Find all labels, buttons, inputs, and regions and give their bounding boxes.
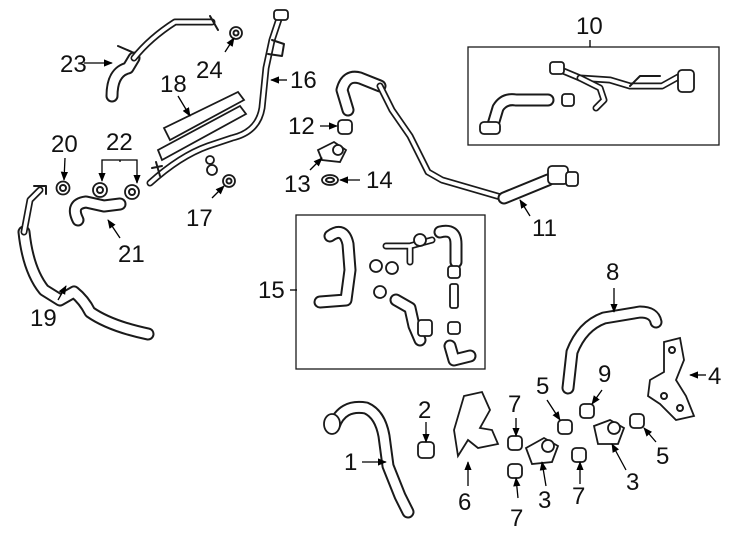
callout-12: 12: [288, 113, 315, 140]
callout-labels-final: 7 7 7 7 3 3 6 6 2 1: [344, 391, 639, 532]
part-7-clamps: [507, 435, 587, 479]
part-16-coolant-pipe: [146, 9, 289, 187]
part-19-hose: [17, 185, 155, 341]
callout-17: 17: [186, 205, 213, 232]
callout-6-label: 6: [458, 489, 471, 516]
part-8-hose: [561, 305, 663, 395]
callout-5-top: 5: [536, 373, 549, 400]
part-20-o-ring: [55, 180, 71, 196]
callout-13: 13: [284, 171, 311, 198]
part-14-o-ring: [321, 174, 339, 186]
inset-box-10: [467, 46, 720, 146]
callout-14: 14: [366, 167, 393, 194]
callout-seven-c: 7: [572, 483, 585, 510]
part-3-valves: [524, 419, 626, 465]
callout-three-a: 3: [538, 487, 551, 514]
part-4-bracket: [647, 336, 696, 421]
callout-4: 4: [708, 363, 721, 390]
callout-labels: 23 24 16 18 22 20 21 19 17 12 13 14 15 1…: [30, 13, 721, 470]
callout-2: 2: [418, 397, 431, 424]
callout-seven-b: 7: [510, 505, 523, 532]
part-12-cap: [337, 119, 353, 135]
part-15-hose-kit: [313, 224, 477, 367]
callout-9: 9: [598, 361, 611, 388]
callout-23: 23: [60, 51, 87, 78]
callout-19: 19: [30, 305, 57, 332]
part-13-fitting: [316, 140, 348, 163]
callout-22: 22: [106, 129, 133, 156]
part-6-hose-bracket: [453, 390, 500, 459]
part-23-hose-connector: [105, 15, 219, 103]
callout-10: 10: [576, 13, 603, 40]
callout-seven-a: 7: [508, 391, 521, 418]
leader-lines: [57, 37, 706, 499]
part-10-hose-assembly: [479, 61, 695, 135]
part-11-pipe: [335, 70, 579, 205]
part-22-clamps: [92, 182, 140, 200]
part-21-hose: [68, 195, 127, 227]
callout-5-right: 5: [656, 443, 669, 470]
callout-8: 8: [606, 259, 619, 286]
part-2-cap: [417, 441, 435, 459]
part-24-washer: [229, 26, 243, 40]
callout-20: 20: [51, 131, 78, 158]
callout-18: 18: [160, 71, 187, 98]
callout-15: 15: [258, 277, 285, 304]
part-18-heat-shield: [151, 90, 248, 177]
inset-box-15: [295, 214, 486, 370]
part-5-plugs: [557, 413, 645, 435]
callout-11: 11: [532, 215, 557, 242]
callout-16: 16: [290, 67, 317, 94]
callout-24: 24: [196, 57, 223, 84]
part-17-washer: [222, 174, 236, 188]
part-9-plug: [579, 403, 595, 419]
callout-three-b: 3: [626, 469, 639, 496]
callout-1: 1: [344, 449, 357, 476]
callout-21: 21: [118, 241, 145, 268]
part-1-hose: [323, 400, 415, 519]
